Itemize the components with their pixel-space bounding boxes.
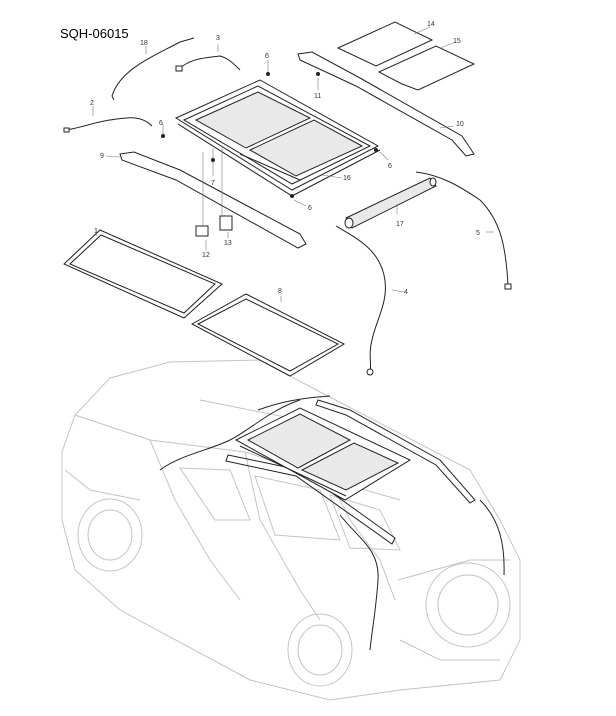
callout-15: 15 — [453, 38, 461, 45]
callout-8: 8 — [278, 288, 282, 295]
vehicle-roof-parts — [159, 395, 505, 651]
callout-4: 4 — [404, 289, 408, 296]
callout-6-top: 6 — [265, 53, 269, 60]
callout-2: 2 — [90, 100, 94, 107]
drain-hose-5 — [415, 171, 512, 290]
callout-6-left: 6 — [159, 120, 163, 127]
callout-6-right: 6 — [388, 163, 392, 170]
callout-17: 17 — [396, 221, 404, 228]
diagram-code-label: SQH-06015 — [60, 26, 129, 41]
roof-rail-right — [297, 51, 475, 157]
callout-10: 10 — [456, 121, 464, 128]
drain-hose-4 — [335, 225, 405, 376]
callout-18: 18 — [140, 40, 148, 47]
roof-rail-left — [105, 151, 307, 249]
motor-12 — [195, 225, 209, 250]
callout-16: 16 — [343, 175, 351, 182]
callout-7: 7 — [211, 180, 215, 187]
part-glass-front — [336, 21, 434, 67]
vehicle-outline — [61, 359, 521, 701]
seal-ring-1 — [63, 229, 223, 319]
motor-13 — [219, 215, 233, 238]
sunshade-roller — [344, 177, 437, 229]
harness-3 — [175, 44, 241, 72]
seal-ring-8 — [190, 293, 346, 377]
callout-9: 9 — [100, 153, 104, 160]
callout-13: 13 — [224, 240, 232, 247]
glass-panels — [336, 21, 476, 91]
harness-2 — [63, 106, 153, 133]
callout-14: 14 — [427, 21, 435, 28]
callout-5: 5 — [476, 230, 480, 237]
callout-11: 11 — [314, 93, 321, 100]
fasteners — [161, 60, 389, 226]
sunroof-frame-assembly — [174, 79, 381, 197]
callout-1: 1 — [94, 228, 98, 235]
callout-3: 3 — [216, 35, 220, 42]
part-glass-rear — [377, 45, 476, 91]
callout-6-bottom: 6 — [308, 205, 312, 212]
harness-18 — [111, 37, 195, 101]
callout-12: 12 — [202, 252, 210, 259]
